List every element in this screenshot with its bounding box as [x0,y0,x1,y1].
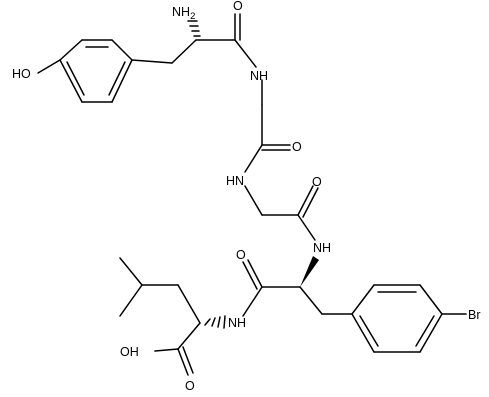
bromophenylalanine [242,256,467,353]
carbonyl-oxygen-label-3: O [312,175,322,189]
bromine-label: Br [468,308,481,322]
carbonyl-oxygen-label-4: O [236,248,246,262]
amine-label: NH2 [172,5,195,22]
tyrosine-backbone [131,13,257,68]
carbonyl-oxygen-label-5: O [185,379,195,393]
glycine-1 [244,79,291,173]
amide-nh-label-1: NH [250,69,268,83]
tyrosine-ring [37,39,133,103]
amide-nh-label-2: HN [226,174,244,188]
leucine [119,257,226,376]
amide-nh-label-4: NH [228,316,246,330]
carbonyl-oxygen-label-2: O [292,140,302,154]
hydroxyl-label: HO [12,67,31,81]
amide-nh-label-3: NH [313,241,331,255]
carbonyl-oxygen-label-1: O [233,0,243,13]
acid-oh-label: OH [120,345,139,359]
glycine-2 [244,185,319,241]
